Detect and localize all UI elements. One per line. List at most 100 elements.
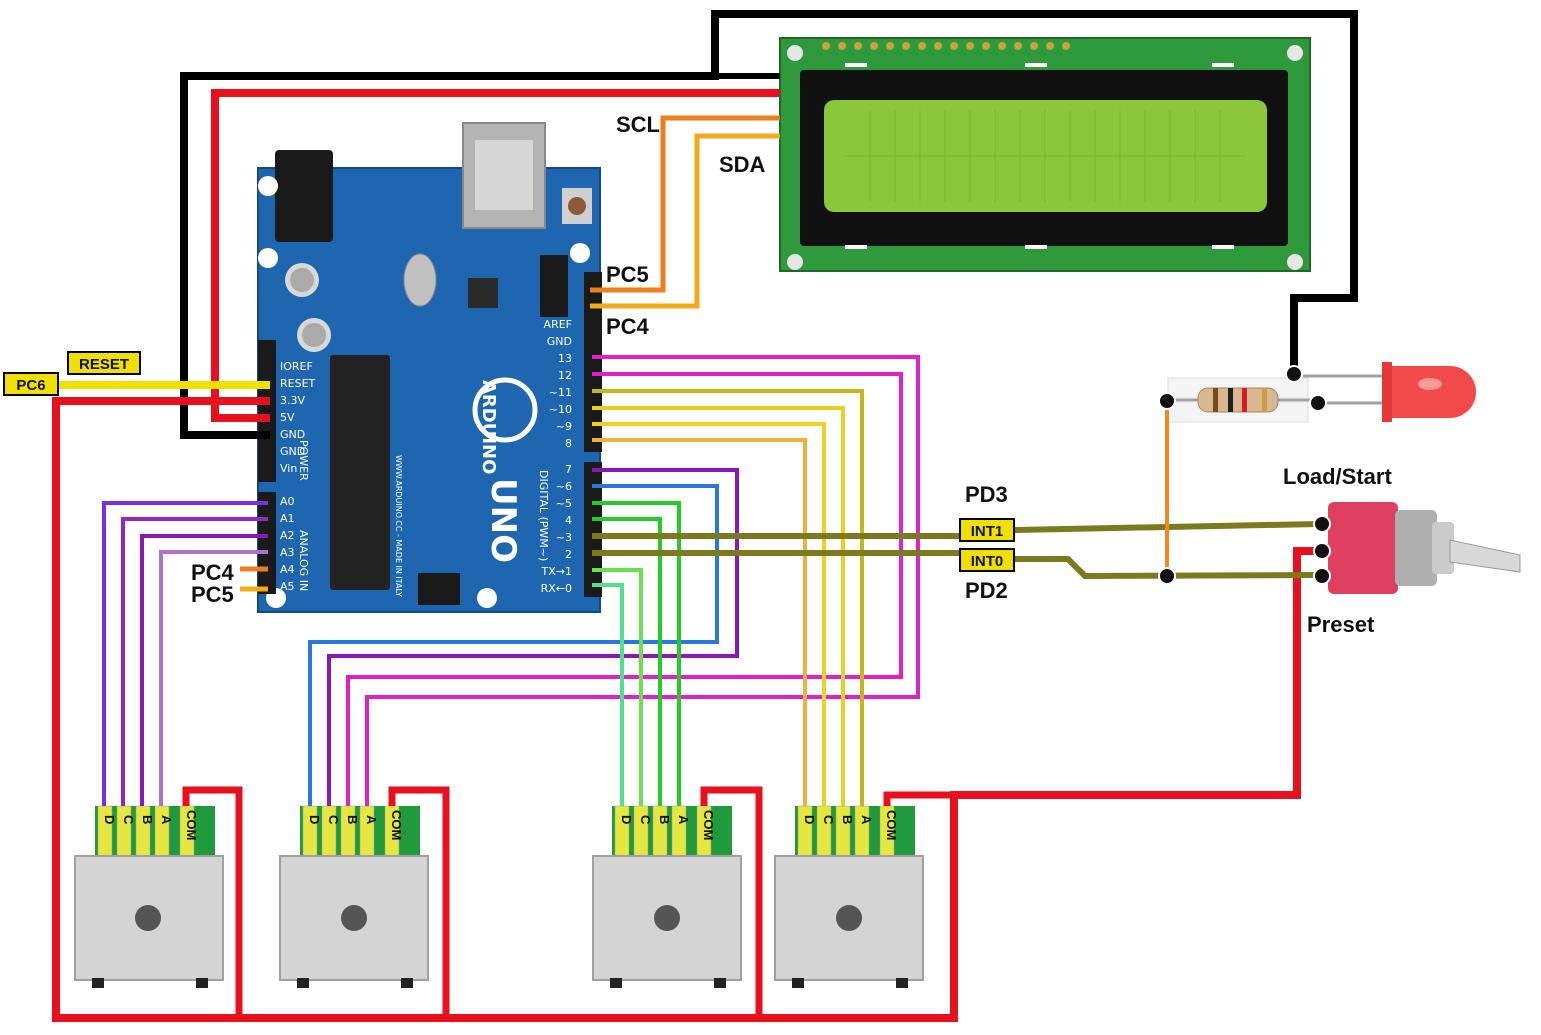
pin-label-d0: RX←0 — [541, 582, 572, 595]
pin-label-a4: A4 — [280, 563, 295, 576]
pin-label-gnd-top: GND — [547, 335, 572, 348]
wire-d9 — [592, 422, 826, 806]
pin-label-d13: 13 — [558, 352, 572, 365]
int0-tag: INT0 — [959, 548, 1015, 572]
pd2-label: PD2 — [965, 578, 1008, 603]
int1-tag: INT1 — [959, 518, 1015, 542]
wire-a3 — [159, 550, 268, 806]
pin-label-ioref: IOREF — [280, 360, 313, 373]
pin-label-a3: A3 — [280, 546, 295, 559]
encoder-4-pin-b: B — [840, 815, 855, 824]
red-led — [1295, 362, 1476, 422]
arduino-website: WWW.ARDUINO.CC - MADE IN ITALY — [394, 455, 403, 597]
analog-section-label: ANALOG IN — [297, 530, 310, 591]
pin-label-3v3: 3.3V — [280, 394, 305, 407]
pc6-tag-text: PC6 — [16, 377, 45, 394]
scl-label: SCL — [616, 112, 660, 137]
encoder-3-pin-a: A — [676, 815, 691, 825]
pd3-label: PD3 — [965, 482, 1008, 507]
wire-scl — [590, 115, 780, 293]
pin-label-a5: A5 — [280, 580, 295, 593]
encoder-4-pin-d: D — [802, 815, 817, 824]
pin-label-gnd-2: GND — [280, 445, 305, 458]
rotary-encoder-3: D C B A COM — [592, 805, 742, 988]
pin-label-d10: ~10 — [549, 403, 572, 416]
pin-label-d1: TX→1 — [541, 565, 572, 578]
encoder-1-pin-d: D — [102, 815, 117, 824]
pin-label-d6: ~6 — [556, 480, 572, 493]
pin-label-d7: 7 — [565, 463, 572, 476]
pin-label-a2: A2 — [280, 529, 295, 542]
wire-d10 — [592, 406, 845, 806]
encoder-4-pin-a: A — [859, 815, 874, 825]
pin-label-a0: A0 — [280, 495, 295, 508]
pin-label-gnd-1: GND — [280, 428, 305, 441]
pc4-label: PC4 — [606, 314, 650, 339]
pin-label-d11: ~11 — [549, 386, 572, 399]
wire-d12 — [346, 372, 903, 806]
encoder-2-pin-com: COM — [389, 810, 404, 840]
reset-tag-text: RESET — [79, 356, 129, 373]
wire-d13 — [365, 355, 920, 806]
load-start-label: Load/Start — [1283, 464, 1392, 489]
pin-label-d9: ~9 — [556, 420, 572, 433]
sda-label: SDA — [719, 152, 766, 177]
wire-gnd — [180, 10, 1358, 439]
wire-a0 — [102, 501, 268, 806]
pin-label-reset: RESET — [280, 377, 316, 390]
wire-d1 — [592, 568, 643, 806]
encoder-1-pin-com: COM — [184, 810, 199, 840]
pin-label-d12: 12 — [558, 369, 572, 382]
encoder-1-pin-b: B — [140, 815, 155, 824]
pin-label-vin: Vin — [280, 462, 297, 475]
wires — [20, 10, 1358, 1022]
encoder-1-pin-a: A — [159, 815, 174, 825]
wire-d5 — [592, 501, 681, 806]
encoder-2-pin-c: C — [326, 815, 341, 825]
pin-label-d8: 8 — [565, 437, 572, 450]
preset-label: Preset — [1307, 612, 1375, 637]
encoder-1-pin-c: C — [121, 815, 136, 825]
pin-label-d3: ~3 — [556, 531, 572, 544]
wire-d11 — [592, 389, 864, 806]
int1-tag-text: INT1 — [971, 523, 1004, 540]
toggle-switch — [1328, 502, 1521, 594]
wire-a1 — [121, 517, 268, 806]
junctions — [1158, 365, 1331, 585]
digital-section-label: DIGITAL (PWM~) — [537, 470, 550, 561]
arduino-brand: ARDUINO — [478, 380, 499, 474]
pc4-left-label: PC4 — [191, 560, 235, 585]
lcd-module — [779, 37, 1311, 272]
encoder-3-pin-b: B — [657, 815, 672, 824]
wire-d4 — [592, 517, 662, 806]
reset-tag: RESET — [67, 351, 141, 375]
power-section-label: POWER — [297, 440, 310, 481]
encoder-4-pin-com: COM — [884, 810, 899, 840]
wire-sda — [590, 133, 780, 309]
wire-vcc-encoder-4 — [883, 791, 954, 806]
pc5-left-label: PC5 — [191, 582, 234, 607]
pin-label-aref: AREF — [544, 318, 572, 331]
pin-label-d4: 4 — [565, 514, 572, 527]
rotary-encoder-4: D C B A COM — [774, 805, 924, 988]
pin-label-d5: ~5 — [556, 497, 572, 510]
pin-label-a1: A1 — [280, 512, 295, 525]
encoder-2-pin-d: D — [307, 815, 322, 824]
wire-d0 — [592, 583, 624, 806]
arduino-uno-board: ARDUINO UNO POWER ANALOG IN DIGITAL (PWM… — [257, 122, 602, 613]
wire-d8 — [592, 438, 807, 806]
wire-5v — [211, 89, 780, 422]
encoder-3-pin-c: C — [638, 815, 653, 825]
resistor — [1167, 377, 1318, 423]
arduino-model: UNO — [483, 478, 523, 563]
pc6-tag: PC6 — [3, 372, 59, 396]
wire-vcc-encoder-3 — [700, 786, 763, 1018]
pin-label-5v: 5V — [280, 411, 295, 424]
wire-vcc-encoder-2 — [388, 786, 450, 1018]
wire-vcc-bus — [52, 397, 1318, 1022]
wire-int0-switch — [1014, 556, 1319, 580]
pc5-label: PC5 — [606, 262, 649, 287]
rotary-encoder-1: D C B A COM — [74, 805, 224, 988]
encoder-2-pin-a: A — [364, 815, 379, 825]
